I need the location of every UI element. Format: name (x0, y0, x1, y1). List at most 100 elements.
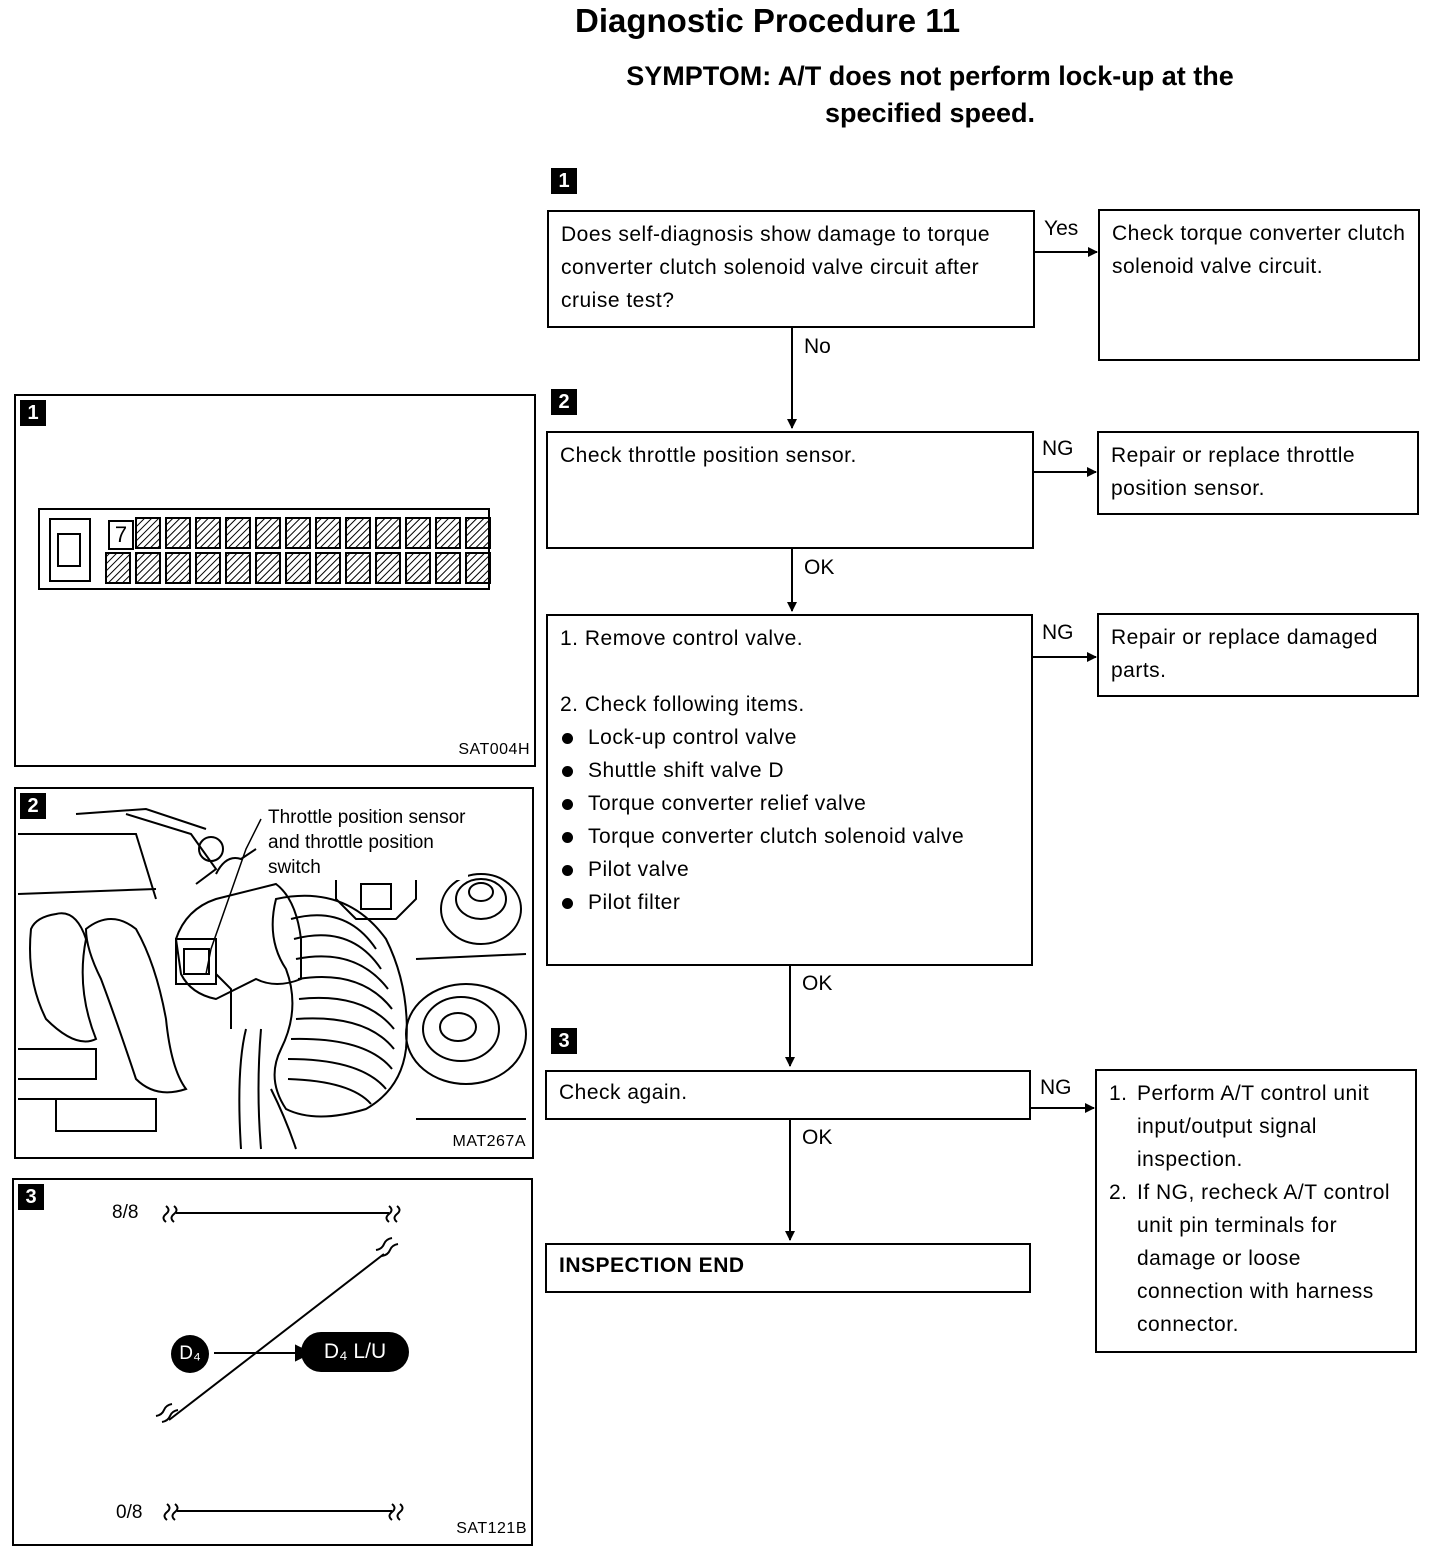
indicator-cell (465, 517, 491, 549)
throttle-lower-label: 0/8 (116, 1502, 143, 1523)
step-3-ok-label: OK (802, 1126, 833, 1149)
indicator-cell (285, 517, 311, 549)
figure-1-panel: 1 7 SAT004H (14, 394, 536, 767)
step-1-yes-action: Check torque converter clutch solenoid v… (1112, 222, 1406, 278)
indicator-cell (195, 517, 221, 549)
indicator-cell (225, 552, 251, 584)
cv-list-item: Lock-up control valve (560, 721, 1019, 754)
cv-list-item: Pilot valve (560, 853, 1019, 886)
ng-step-number: 2. (1109, 1181, 1128, 1204)
figure-2-badge: 2 (20, 793, 46, 819)
engine-bay-illustration (17, 807, 527, 1150)
indicator-cell (165, 517, 191, 549)
step-1-badge: 1 (551, 168, 577, 194)
indicator-cell (105, 552, 131, 584)
throttle-upper-label: 8/8 (112, 1202, 139, 1223)
ng-step-item: 1. Perform A/T control unit input/output… (1109, 1077, 1403, 1176)
cv-ng-label: NG (1042, 621, 1074, 644)
intake-duct (271, 894, 408, 1118)
step-2-ng-action-box: Repair or replace throttle position sens… (1097, 431, 1419, 515)
tps-callout-line-3: switch (268, 857, 321, 878)
symptom-line-2: specified speed. (824, 98, 1036, 128)
step-1-question: Does self-diagnosis show damage to torqu… (561, 223, 991, 312)
lockup-line (168, 1253, 385, 1421)
step-1-yes-action-box: Check torque converter clutch solenoid v… (1098, 209, 1420, 361)
cv-list-item: Torque converter relief valve (560, 787, 1019, 820)
cv-list-item: Torque converter clutch solenoid valve (560, 820, 1019, 853)
indicator-cell (195, 552, 221, 584)
step-2-ok-label: OK (804, 556, 835, 579)
cv-ok-label: OK (802, 972, 833, 995)
step-2-ng-action: Repair or replace throttle position sens… (1111, 444, 1356, 500)
cv-item-2: 2. Check following items. (560, 693, 805, 716)
indicator-cell (435, 552, 461, 584)
cv-list-item: Shuttle shift valve D (560, 754, 1019, 787)
ng-step-item: 2. If NG, recheck A/T control unit pin t… (1109, 1176, 1403, 1341)
step-2-ng-label: NG (1042, 437, 1074, 460)
indicator-cell (435, 517, 461, 549)
break-mark-diagonal-bottom (155, 1403, 173, 1417)
inspection-end: INSPECTION END (559, 1254, 745, 1277)
indicator-cell (345, 552, 371, 584)
cv-item-list: Lock-up control valve Shuttle shift valv… (560, 721, 1019, 919)
step-2-check-box: Check throttle position sensor. (546, 431, 1034, 549)
symptom-heading: SYMPTOM: A/T does not perform lock-up at… (560, 58, 1300, 132)
cv-ng-action: Repair or replace damaged parts. (1111, 626, 1378, 682)
figure-2-panel: 2 (14, 787, 534, 1159)
indicator-cell (255, 517, 281, 549)
d4-state: D₄ (171, 1335, 209, 1373)
step-3-ng-steps: 1. Perform A/T control unit input/output… (1109, 1077, 1403, 1341)
indicator-cell (225, 517, 251, 549)
step-3-badge: 3 (551, 1028, 577, 1054)
indicator-cell (135, 517, 161, 549)
step-3-check: Check again. (559, 1081, 688, 1104)
indicator-cell (165, 552, 191, 584)
indicator-cell (405, 552, 431, 584)
figure-3-badge: 3 (18, 1184, 44, 1210)
indicator-cell (255, 552, 281, 584)
ng-step-text: If NG, recheck A/T control unit pin term… (1137, 1181, 1391, 1336)
ng-step-number: 1. (1109, 1082, 1128, 1105)
inspection-end-box: INSPECTION END (545, 1243, 1031, 1293)
shift-schedule-diagram (155, 1205, 404, 1521)
indicator-cell (345, 517, 371, 549)
step-2-check: Check throttle position sensor. (560, 444, 857, 467)
step-3-ng-label: NG (1040, 1076, 1072, 1099)
break-mark-diagonal-top (375, 1237, 393, 1251)
figure-3-code: SAT121B (456, 1520, 527, 1537)
display-digit-cell: 7 (108, 520, 134, 550)
break-mark-top-left-2 (170, 1205, 178, 1223)
indicator-cell (135, 552, 161, 584)
step-3-ng-action-box: 1. Perform A/T control unit input/output… (1095, 1069, 1417, 1353)
ng-step-text: Perform A/T control unit input/output si… (1137, 1082, 1370, 1171)
break-mark-top-left (162, 1205, 170, 1223)
step-1-question-box: Does self-diagnosis show damage to torqu… (547, 210, 1035, 328)
tps-callout-line-2: and throttle position (268, 832, 434, 853)
cv-list-item: Pilot filter (560, 886, 1019, 919)
indicator-cell (315, 552, 341, 584)
indicator-cell (315, 517, 341, 549)
cv-spacer (560, 655, 1019, 688)
yes-label: Yes (1044, 217, 1079, 240)
indicator-cell (375, 517, 401, 549)
cv-ng-action-box: Repair or replace damaged parts. (1097, 613, 1419, 697)
figure-2-code: MAT267A (450, 1133, 528, 1151)
cv-item-1: 1. Remove control valve. (560, 627, 804, 650)
figure-3-panel: 3 8/8 0/8 D₄ D₄ L/U SAT121B (12, 1178, 533, 1546)
self-diagnosis-indicator-panel (38, 508, 491, 590)
control-valve-check-box: 1. Remove control valve. 2. Check follow… (546, 614, 1033, 966)
symptom-line-1: SYMPTOM: A/T does not perform lock-up at… (626, 61, 1234, 91)
d4-lockup-state: D₄ L/U (301, 1332, 409, 1372)
step-2-badge: 2 (551, 389, 577, 415)
indicator-cell (285, 552, 311, 584)
indicator-cell (465, 552, 491, 584)
figure-1-code: SAT004H (458, 741, 530, 758)
tps-callout-line-1: Throttle position sensor (268, 807, 466, 828)
indicator-cell (405, 517, 431, 549)
no-label: No (804, 335, 831, 358)
figure-1-badge: 1 (20, 400, 46, 426)
tps-callout: Throttle position sensor and throttle po… (266, 805, 468, 880)
indicator-cell (375, 552, 401, 584)
step-3-check-box: Check again. (545, 1070, 1031, 1120)
